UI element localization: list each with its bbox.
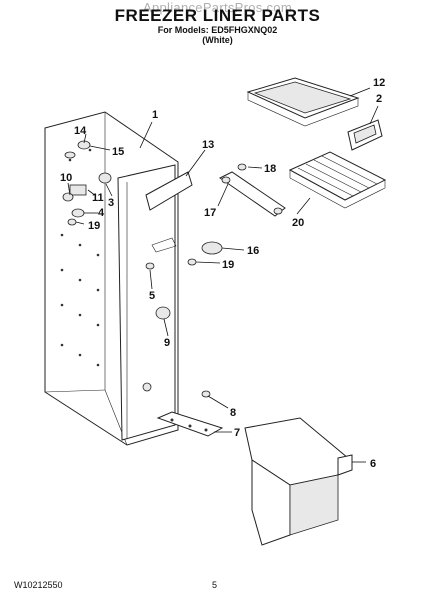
callout-14: 14 (74, 125, 87, 137)
part-13-trim (145, 171, 193, 211)
callout-8: 8 (230, 407, 236, 419)
freezer-liner (44, 111, 179, 446)
callouts: 1 12 2 13 14 15 18 10 17 3 11 4 19 20 16… (60, 77, 385, 470)
callout-13: 13 (202, 139, 214, 151)
leader-lines (67, 87, 379, 463)
part-16-fitting (201, 241, 223, 255)
callout-5: 5 (149, 290, 155, 302)
document-number: W10212550 (14, 580, 63, 590)
callout-19-right: 19 (222, 259, 234, 271)
callout-17: 17 (204, 207, 216, 219)
watermark-text: AppliancePartsPros.com (143, 0, 292, 15)
color-line: (White) (202, 35, 233, 45)
liner-holes (60, 148, 100, 367)
callout-19-left: 19 (88, 220, 100, 232)
part-18-screw (237, 163, 247, 171)
liner-plate (151, 237, 177, 253)
callout-6: 6 (370, 458, 376, 470)
callout-18: 18 (264, 163, 276, 175)
callout-7: 7 (234, 427, 240, 439)
page-number: 5 (212, 580, 218, 590)
callout-2: 2 (376, 93, 382, 105)
part-17-bracket (219, 171, 286, 217)
part-2-inner (353, 124, 377, 144)
callout-3: 3 (108, 197, 114, 209)
callout-15: 15 (112, 146, 124, 158)
callout-12: 12 (373, 77, 385, 89)
part-19-screw-right (187, 258, 197, 266)
part-6-bin (244, 417, 353, 546)
part-20-wire-shelf (288, 151, 387, 209)
callout-20: 20 (292, 217, 304, 229)
callout-16: 16 (247, 245, 259, 257)
part-8-screw (201, 390, 211, 398)
callout-9: 9 (164, 337, 170, 349)
page-title: FREEZER LINER PARTS (114, 6, 321, 25)
models-label: For Models: ED5FHGXNQ02 (White) (0, 25, 435, 45)
callout-10: 10 (60, 172, 72, 184)
callout-1: 1 (152, 109, 158, 121)
part-12-shelf (246, 77, 360, 127)
models-line: For Models: ED5FHGXNQ02 (157, 25, 278, 35)
part-7-bracket (156, 411, 224, 437)
liner-small-parts (62, 140, 171, 392)
callout-4: 4 (98, 207, 105, 219)
callout-11: 11 (92, 192, 104, 204)
